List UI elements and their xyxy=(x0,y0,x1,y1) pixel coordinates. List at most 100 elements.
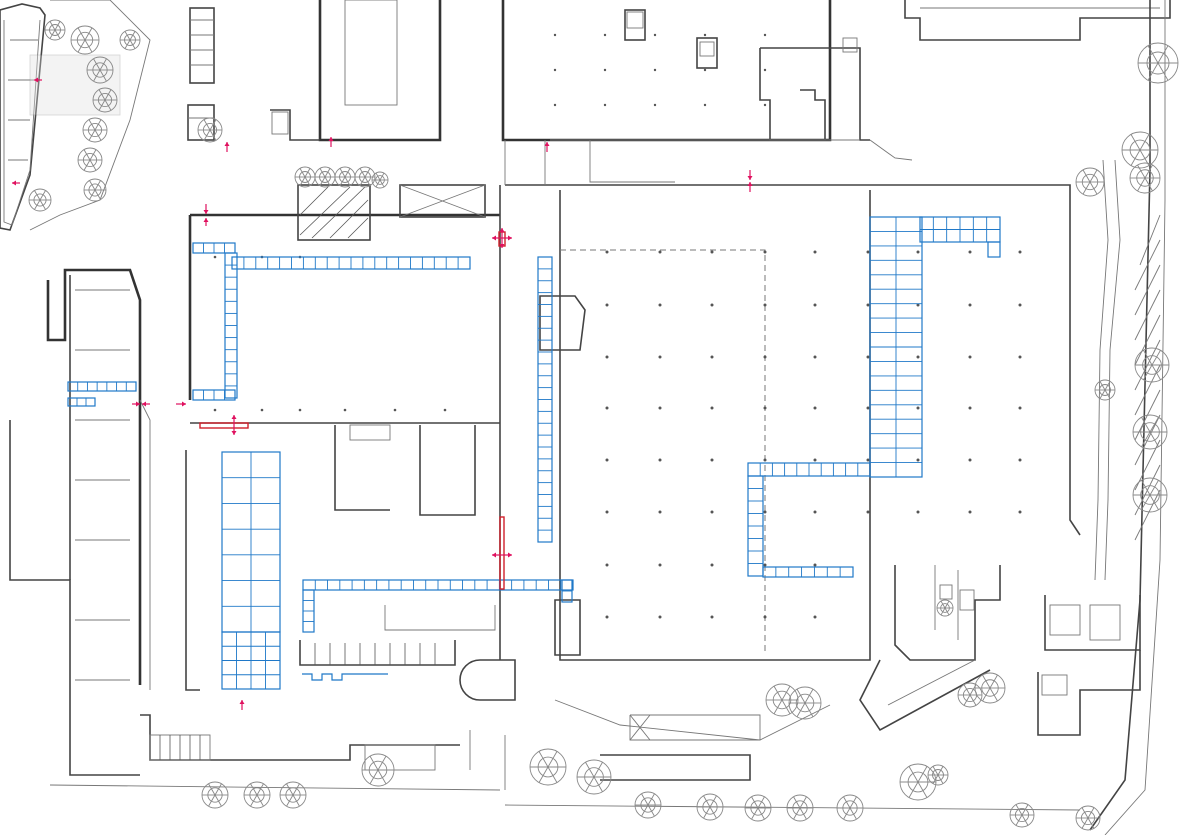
module-unit-strip xyxy=(67,381,137,392)
column-marker xyxy=(213,408,217,412)
module-unit-strip xyxy=(919,216,1001,243)
arrow-icon xyxy=(747,182,753,192)
arrow-icon xyxy=(747,170,753,180)
tree-icon xyxy=(361,753,395,787)
module-unit-strip xyxy=(302,589,315,633)
column-marker xyxy=(866,406,870,410)
column-marker xyxy=(813,563,817,567)
tree-icon xyxy=(314,166,336,188)
column-marker xyxy=(658,458,662,462)
module-unit-strip xyxy=(747,462,871,477)
tree-icon xyxy=(119,29,141,51)
tree-icon xyxy=(1132,414,1168,450)
tree-icon xyxy=(1129,162,1161,194)
west-wing xyxy=(9,268,151,776)
tree-icon xyxy=(836,794,864,822)
tree-icon xyxy=(1075,805,1101,831)
module-unit-strip xyxy=(192,242,236,254)
tree-icon xyxy=(70,25,100,55)
module-unit-strip xyxy=(231,256,471,270)
column-marker xyxy=(968,303,972,307)
tree-icon xyxy=(1132,477,1168,513)
arrow-icon xyxy=(231,425,237,435)
column-marker xyxy=(605,406,609,410)
column-marker xyxy=(710,303,714,307)
column-marker xyxy=(1018,250,1022,254)
column-marker xyxy=(916,355,920,359)
arrow-icon xyxy=(12,180,20,186)
inner-rooms xyxy=(334,295,586,656)
column-marker xyxy=(605,250,609,254)
temporary-barriers xyxy=(199,231,506,590)
column-marker xyxy=(658,303,662,307)
module-unit-strip xyxy=(537,256,553,543)
column-marker xyxy=(1018,303,1022,307)
module-unit-strip xyxy=(224,252,238,399)
arrow-icon xyxy=(492,552,502,558)
column-marker xyxy=(710,406,714,410)
module-unit-strip xyxy=(221,451,281,633)
tree-icon xyxy=(1137,42,1179,84)
tree-icon xyxy=(974,672,1006,704)
column-marker xyxy=(1018,510,1022,514)
column-marker xyxy=(763,510,767,514)
tree-icon xyxy=(86,56,114,84)
arrow-icon xyxy=(203,218,209,226)
arrow-icon xyxy=(34,77,42,83)
column-marker xyxy=(658,563,662,567)
column-marker xyxy=(710,355,714,359)
tree-icon xyxy=(788,686,822,720)
column-marker xyxy=(763,563,767,567)
tree-icon xyxy=(1009,802,1035,828)
arrow-icon xyxy=(502,235,512,241)
tree-icon xyxy=(279,781,307,809)
column-marker xyxy=(393,408,397,412)
column-marker xyxy=(605,563,609,567)
temporary-barrier xyxy=(499,516,505,590)
column-marker xyxy=(968,406,972,410)
column-marker xyxy=(605,510,609,514)
arrow-icon xyxy=(203,204,209,214)
temporary-barrier xyxy=(199,422,249,429)
entrance-canopy xyxy=(297,184,486,241)
tree-icon xyxy=(82,117,108,143)
north-buildings xyxy=(187,0,1171,161)
column-marker xyxy=(260,408,264,412)
tree-icon xyxy=(28,188,52,212)
column-marker xyxy=(763,250,767,254)
arrow-icon xyxy=(142,401,150,407)
tree-icon xyxy=(1134,347,1170,383)
module-unit-strip xyxy=(762,566,854,578)
column-marker xyxy=(658,406,662,410)
column-marker xyxy=(605,355,609,359)
column-marker xyxy=(813,615,817,619)
column-marker xyxy=(658,510,662,514)
arrow-icon xyxy=(544,142,550,152)
module-unit-strip xyxy=(987,241,1001,258)
column-marker xyxy=(763,103,767,107)
tree-icon xyxy=(936,599,954,617)
tree-icon xyxy=(243,781,271,809)
column-marker xyxy=(763,303,767,307)
arrow-icon xyxy=(176,401,186,407)
column-marker xyxy=(653,33,657,37)
tree-icon xyxy=(92,87,118,113)
tree-icon xyxy=(957,682,983,708)
column-marker xyxy=(763,406,767,410)
column-marker xyxy=(813,458,817,462)
column-marker xyxy=(813,250,817,254)
arrow-icon xyxy=(502,552,512,558)
tree-icon xyxy=(1094,379,1116,401)
column-marker xyxy=(763,458,767,462)
arrow-icon xyxy=(239,700,245,710)
column-marker xyxy=(653,103,657,107)
module-scale-bar xyxy=(302,673,388,681)
arrow-icon xyxy=(132,401,140,407)
tree-icon xyxy=(1075,167,1105,197)
column-marker xyxy=(703,68,707,72)
arrow-icon xyxy=(328,137,334,147)
column-marker xyxy=(916,458,920,462)
column-marker xyxy=(605,458,609,462)
tree-icon xyxy=(786,794,814,822)
